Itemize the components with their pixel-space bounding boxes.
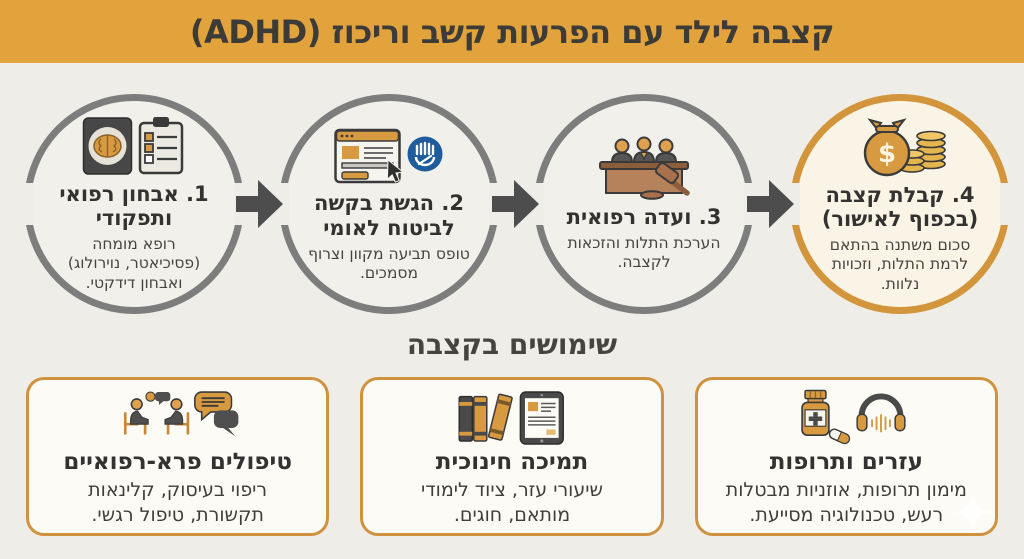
step-title: 2. הגשת בקשה לביטוח לאומי xyxy=(314,191,464,240)
card-description: שיעורי עזר, ציוד לימודי מותאם, חוגים. xyxy=(421,479,603,526)
step-description: סכום משתנה בהתאם לרמת התלות, וזכויות נלו… xyxy=(829,236,971,293)
uses-cards-row: טיפולים פרא-רפואיים ריפוי בעיסוק, קלינאו… xyxy=(26,377,998,536)
step-title: 3. ועדה רפואית xyxy=(566,204,722,229)
process-arrow-icon xyxy=(492,180,539,228)
therapy-conversation-icon xyxy=(123,391,239,437)
circle-border-gap xyxy=(1000,183,1012,225)
medical-committee-gavel-icon xyxy=(599,136,690,200)
card-aids-and-medications: עזרים ותרופות מימון תרופות, אוזניות מבטל… xyxy=(694,377,998,536)
card-description: מימון תרופות, אוזניות מבטלות רעש, טכנולו… xyxy=(725,479,967,526)
card-paramedical-treatments: טיפולים פרא-רפואיים ריפוי בעיסוק, קלינאו… xyxy=(26,377,330,536)
card-educational-support: תמיכה חינוכית שיעורי עזר, ציוד לימודי מו… xyxy=(360,377,664,536)
step-description: טופס תביעה מקוון וצרוף מסמכים. xyxy=(308,244,470,283)
card-title: עזרים ותרופות xyxy=(769,449,923,476)
medicine-headphones-icon xyxy=(801,389,906,445)
step-description: הערכת התלות והזכאות לקצבה. xyxy=(567,233,721,272)
online-form-national-insurance-icon xyxy=(334,129,443,184)
process-arrow-icon xyxy=(236,180,283,228)
watermark-sparkle-icon xyxy=(953,491,993,533)
card-title: תמיכה חינוכית xyxy=(435,449,589,476)
card-description: ריפוי בעיסוק, קלינאות תקשורת, טיפול רגשי… xyxy=(88,479,268,526)
money-bag-coins-icon: $ xyxy=(863,118,946,176)
page-title: קצבה לילד עם הפרעות קשב וריכוז (ADHD) xyxy=(189,12,835,51)
step-title: 4. קבלת קצבה (בכפוף לאישור) xyxy=(821,182,979,231)
step-title: 1. אבחון רפואי ותפקודי xyxy=(59,181,209,230)
step-description: רופא מומחה (פסיכיאטר, נוירולוג) ואבחון ד… xyxy=(67,235,201,292)
step-circle-1: 1. אבחון רפואי ותפקודי רופא מומחה (פסיכי… xyxy=(22,94,246,314)
step-circle-4: $ 4. קבלת קצבה (בכפוף לאישור) סכום משתנה… xyxy=(788,94,1012,314)
header-band: קצבה לילד עם הפרעות קשב וריכוז (ADHD) xyxy=(0,0,1024,63)
card-title: טיפולים פרא-רפואיים xyxy=(63,449,292,476)
books-tablet-icon xyxy=(458,391,564,445)
step-circle-3: 3. ועדה רפואית הערכת התלות והזכאות לקצבה… xyxy=(532,94,756,314)
step-circle-2: 2. הגשת בקשה לביטוח לאומי טופס תביעה מקו… xyxy=(277,94,501,314)
dollar-symbol: $ xyxy=(878,139,896,169)
process-arrow-icon xyxy=(747,180,794,228)
uses-section-heading: שימושים בקצבה xyxy=(406,328,618,361)
brain-scan-clipboard-icon xyxy=(82,116,184,175)
circle-border-gap xyxy=(22,183,34,225)
